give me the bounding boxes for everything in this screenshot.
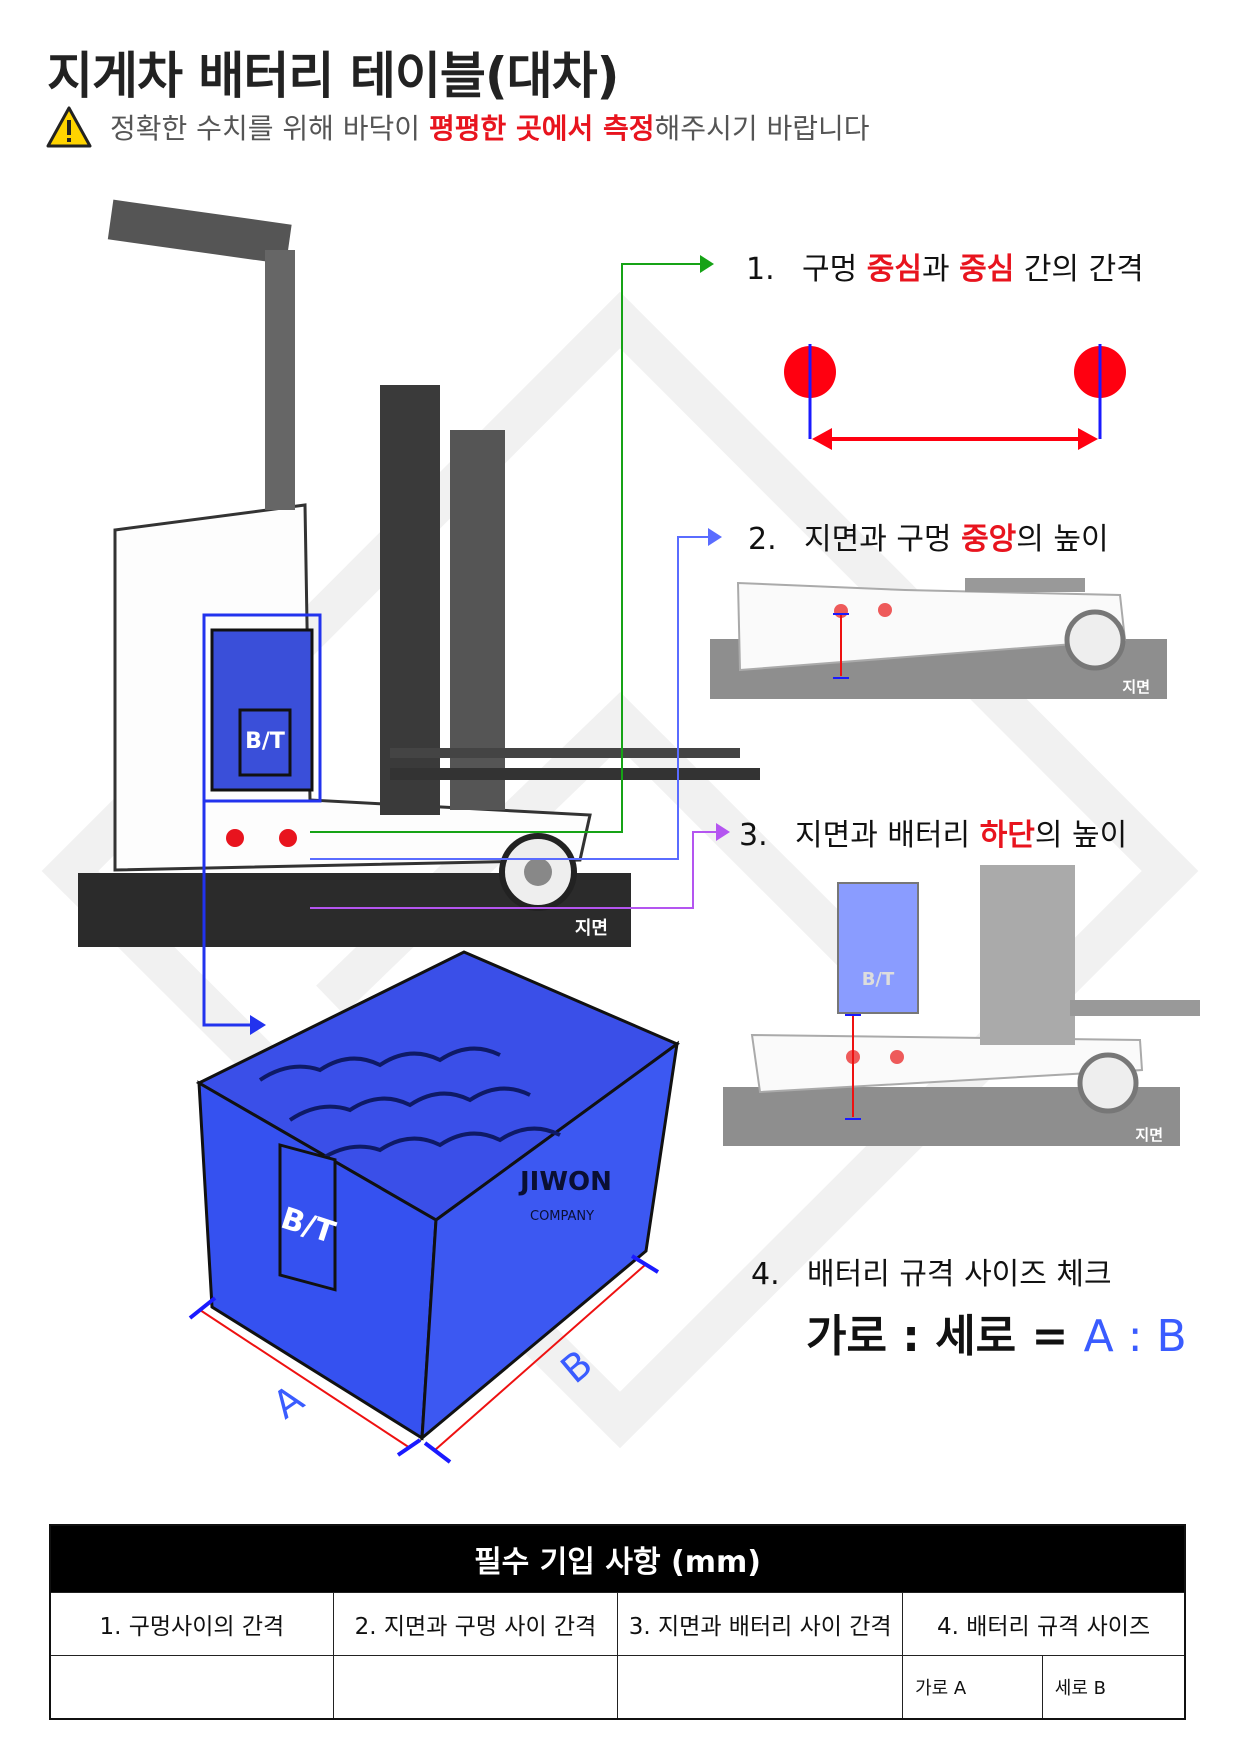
input-ground-battery[interactable]	[617, 1655, 904, 1720]
battery-3d-illustration	[195, 950, 681, 1442]
column-battery-size: 4. 배터리 규격 사이즈	[902, 1592, 1186, 1656]
connector-step3	[310, 831, 716, 909]
dim-a-label: A	[265, 1376, 312, 1427]
hole-spacing-diagram	[784, 344, 1126, 450]
size-ratio-formula: 가로 : 세로 = A : B	[806, 1311, 1187, 1362]
input-length-b[interactable]: 세로 B	[1041, 1655, 1186, 1720]
brand-logo: JIWON	[518, 1167, 612, 1197]
forklift-illustration: B/T 지면	[78, 199, 760, 947]
warning-notice: 정확한 수치를 위해 바닥이 평평한 곳에서 측정해주시기 바랍니다	[46, 106, 870, 148]
column-ground-hole: 2. 지면과 구멍 사이 간격	[332, 1592, 619, 1656]
connector-step1	[310, 263, 700, 833]
battery-label-step3: B/T	[862, 969, 895, 990]
battery-label-small: B/T	[245, 729, 285, 754]
connector-battery	[202, 801, 250, 1027]
brand-sub: COMPANY	[530, 1209, 594, 1224]
required-entry-table: 필수 기입 사항 (mm) 1. 구멍사이의 간격 2. 지면과 구멍 사이 간…	[49, 1524, 1186, 1720]
ground-label: 지면	[575, 918, 608, 939]
ground-label: 지면	[1122, 678, 1150, 696]
battery-height-diagram: B/T 지면	[723, 865, 1200, 1146]
table-header: 필수 기입 사항 (mm)	[49, 1524, 1186, 1593]
input-hole-spacing[interactable]	[49, 1655, 334, 1720]
step-3-label: 3.지면과 배터리 하단의 높이	[739, 818, 1128, 853]
dimension-lines	[199, 1264, 646, 1451]
connector-step2	[310, 536, 708, 860]
warning-text: 정확한 수치를 위해 바닥이 평평한 곳에서 측정해주시기 바랍니다	[110, 112, 870, 145]
input-width-a[interactable]: 가로 A	[902, 1655, 1043, 1720]
step-2-label: 2.지면과 구멍 중앙의 높이	[748, 522, 1109, 557]
page-title: 지게차 배터리 테이블(대차)	[47, 47, 620, 105]
step-4-label: 4.배터리 규격 사이즈 체크	[751, 1257, 1112, 1292]
column-hole-spacing: 1. 구멍사이의 간격	[49, 1592, 334, 1656]
column-ground-battery: 3. 지면과 배터리 사이 간격	[617, 1592, 904, 1656]
step-1-label: 1.구멍 중심과 중심 간의 간격	[746, 252, 1144, 287]
ground-label: 지면	[1135, 1126, 1163, 1144]
warning-icon	[46, 106, 92, 148]
hole-height-diagram: 지면	[710, 578, 1167, 699]
input-ground-hole[interactable]	[332, 1655, 619, 1720]
